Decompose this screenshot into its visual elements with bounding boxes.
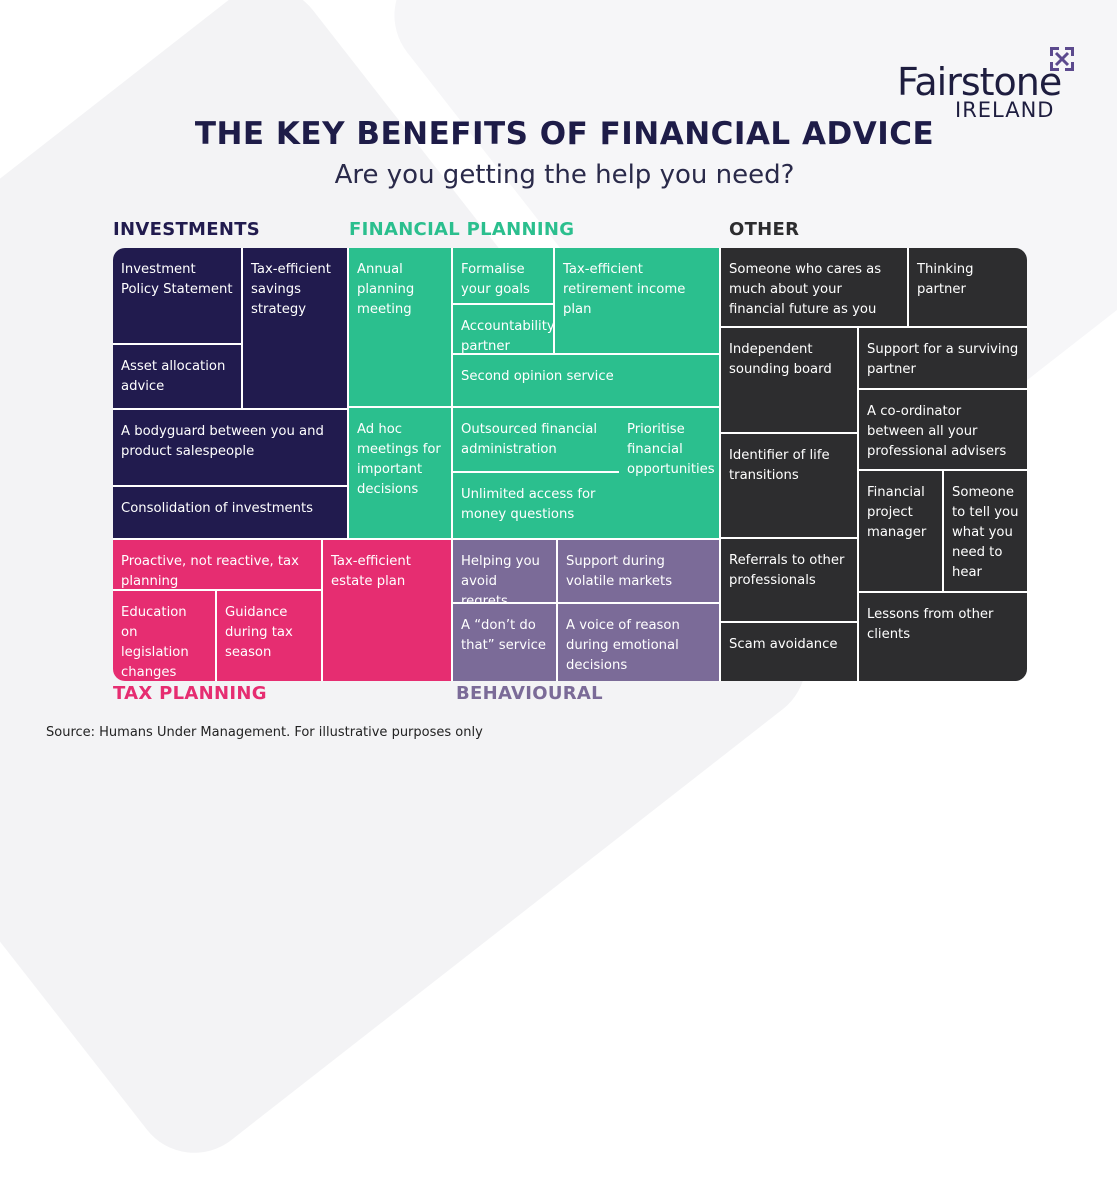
cell-education-legislation-changes: Education on legislation changes: [113, 591, 215, 681]
page-subtitle: Are you getting the help you need?: [334, 160, 795, 190]
cell-tax-efficient-savings-strategy: Tax-efficient savings strategy: [243, 248, 347, 408]
cell-tax-efficient-retirement-income-plan: Tax-efficient retirement income plan: [555, 248, 719, 353]
category-label-other: OTHER: [729, 219, 800, 240]
logo-wordmark: Fairstone: [897, 60, 1062, 104]
cell-scam-avoidance: Scam avoidance: [721, 623, 857, 681]
cell-guidance-tax-season: Guidance during tax season: [217, 591, 321, 681]
cell-helping-avoid-regrets: Helping you avoid regrets: [453, 540, 556, 609]
cell-prioritise-financial-opportunities: Prioritise financial opportunities: [619, 408, 719, 538]
cell-dont-do-that-service: A “don’t do that” service: [453, 604, 556, 681]
cell-investment-policy-statement: Investment Policy Statement: [113, 248, 241, 343]
cell-accountability-partner: Accountability partner: [453, 305, 555, 354]
cell-someone-tell-you: Someone to tell you what you need to hea…: [944, 471, 1027, 591]
cell-unlimited-access-money-questions: Unlimited access for money questions: [461, 487, 596, 522]
cell-financial-project-manager: Financial project manager: [859, 471, 942, 591]
cell-ad-hoc-meetings: Ad hoc meetings for important decisions: [349, 408, 451, 538]
cell-annual-planning-meeting: Annual planning meeting: [349, 248, 451, 406]
cell-independent-sounding-board: Independent sounding board: [721, 328, 857, 432]
cell-bodyguard-salespeople: A bodyguard between you and product sale…: [113, 410, 347, 485]
cell-support-volatile-markets: Support during volatile markets: [558, 540, 719, 602]
cell-referrals-other-professionals: Referrals to other professionals: [721, 539, 857, 621]
category-label-financial-planning: FINANCIAL PLANNING: [349, 219, 575, 240]
logo-subtitle: IRELAND: [955, 98, 1055, 122]
category-label-tax-planning: TAX PLANNING: [113, 683, 267, 704]
cell-proactive-tax-planning: Proactive, not reactive, tax planning: [113, 540, 321, 589]
benefits-treemap: Investment Policy Statement Tax-efficien…: [113, 248, 1027, 681]
category-label-investments: INVESTMENTS: [113, 219, 261, 240]
cell-second-opinion-service: Second opinion service: [453, 355, 719, 406]
cell-outsourced-financial-administration: Outsourced financial administration: [453, 408, 619, 538]
category-label-behavioural: BEHAVIOURAL: [456, 683, 603, 704]
cell-identifier-life-transitions: Identifier of life transitions: [721, 434, 857, 537]
cell-tax-efficient-estate-plan: Tax-efficient estate plan: [323, 540, 451, 681]
page-title: THE KEY BENEFITS OF FINANCIAL ADVICE: [194, 116, 935, 152]
cell-lessons-other-clients: Lessons from other clients: [859, 593, 1027, 681]
cell-formalise-your-goals: Formalise your goals: [453, 248, 553, 303]
cell-coordinator-advisers: A co-ordinator between all your professi…: [859, 390, 1027, 469]
cell-someone-who-cares: Someone who cares as much about your fin…: [721, 248, 907, 326]
fairstone-logo-mark-icon: [1050, 47, 1074, 71]
cell-support-surviving-partner: Support for a surviving partner: [859, 328, 1027, 388]
cell-voice-of-reason: A voice of reason during emotional decis…: [558, 604, 719, 681]
cell-thinking-partner: Thinking partner: [909, 248, 1027, 326]
divider-outsourced-unlimited: [453, 471, 619, 473]
source-note: Source: Humans Under Management. For ill…: [46, 725, 483, 740]
cell-consolidation-of-investments: Consolidation of investments: [113, 487, 347, 538]
fairstone-logo: Fairstone IRELAND: [897, 44, 1087, 124]
cell-asset-allocation-advice: Asset allocation advice: [113, 345, 241, 408]
